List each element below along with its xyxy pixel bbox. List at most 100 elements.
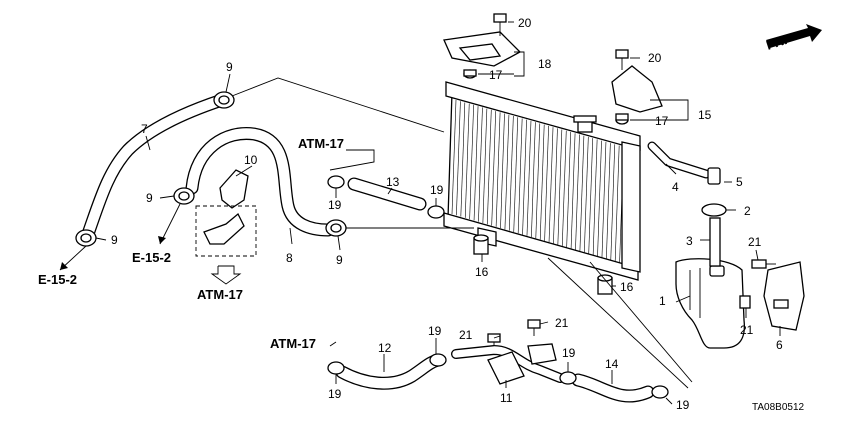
callout-10: 10: [244, 153, 258, 167]
radiator-fin: [482, 108, 488, 223]
hose-13: [347, 177, 427, 211]
overflow-tubes: [647, 141, 727, 267]
radiator-fin: [597, 140, 602, 257]
callout-20a: 20: [518, 16, 532, 30]
callout-9b: 9: [146, 191, 153, 205]
radiator-fin: [557, 129, 563, 245]
callout-19b: 19: [430, 183, 444, 197]
callout-11: 11: [500, 391, 513, 405]
radiator: [443, 81, 641, 281]
radiator-fin: [495, 112, 501, 227]
ref-atm-bottom: ATM-17: [270, 336, 316, 351]
callout-19e: 19: [562, 346, 576, 360]
callout-4: 4: [672, 180, 679, 194]
diagram-code: TA08B0512: [752, 402, 805, 413]
callout-21c: 21: [459, 328, 473, 342]
radiator-fin: [513, 117, 519, 232]
ref-e15-mid: E-15-2: [132, 250, 171, 265]
callout-16b: 16: [620, 280, 634, 294]
upper-mount-bracket-left: [443, 13, 522, 79]
radiator-fin: [601, 141, 607, 258]
callout-21b: 21: [740, 323, 754, 337]
callout-19c: 19: [328, 387, 342, 401]
callout-9d: 9: [336, 253, 343, 267]
callout-15: 15: [698, 108, 712, 122]
radiator-fin: [478, 107, 483, 222]
radiator-fin: [526, 120, 532, 236]
radiator-fin: [491, 111, 496, 226]
radiator-fin: [456, 101, 461, 216]
callout-2: 2: [744, 204, 751, 218]
hose-bracket: [203, 169, 249, 245]
radiator-fin: [473, 106, 479, 221]
radiator-fin: [486, 109, 492, 225]
callout-16a: 16: [475, 265, 489, 279]
reserve-tank: [675, 258, 746, 349]
front-arrow-icon: [766, 24, 822, 48]
radiator-fin: [451, 99, 457, 215]
radiator-fin: [539, 124, 545, 240]
radiator-fin: [522, 119, 527, 235]
radiator-fin: [548, 127, 554, 243]
radiator-fin: [464, 103, 470, 218]
callout-18: 18: [538, 57, 552, 71]
callout-19f: 19: [676, 398, 690, 412]
front-label: FR.: [764, 32, 789, 53]
lower-hose: [185, 126, 335, 237]
radiator-fin: [561, 130, 567, 247]
radiator-fin: [544, 125, 549, 241]
radiator-fin: [579, 135, 585, 252]
radiator-fin: [460, 102, 466, 217]
callout-9a: 9: [226, 60, 233, 74]
callout-20b: 20: [648, 51, 662, 65]
callout-21d: 21: [555, 316, 569, 330]
radiator-fin: [592, 139, 598, 256]
radiator-fin: [504, 114, 510, 230]
callout-7: 7: [141, 122, 148, 136]
ref-atm-mid: ATM-17: [197, 287, 243, 302]
radiator-fin: [614, 145, 620, 262]
reference-arrows: [59, 24, 822, 347]
callout-9c: 9: [111, 233, 118, 247]
radiator-fin: [584, 136, 589, 253]
reference-labels: ATM-17 ATM-17 ATM-17 E-15-2 E-15-2 FR.: [38, 32, 789, 351]
radiator-fin: [610, 144, 616, 261]
radiator-fin: [588, 138, 594, 254]
callout-5: 5: [736, 175, 743, 189]
radiator-fin: [606, 143, 611, 259]
callout-17a: 17: [489, 68, 503, 82]
radiator-fin: [570, 133, 576, 249]
callout-21a: 21: [748, 235, 762, 249]
callout-14: 14: [605, 357, 619, 371]
radiator-fin: [553, 128, 558, 244]
callout-13: 13: [386, 175, 400, 189]
detail-box: [195, 205, 257, 257]
hose-12: [335, 353, 445, 390]
upper-mount-bracket-right: [611, 49, 663, 125]
upper-hose: [81, 93, 229, 241]
ref-e15-left: E-15-2: [38, 272, 77, 287]
callout-3: 3: [686, 234, 693, 248]
callout-12: 12: [378, 341, 392, 355]
radiator-fin: [509, 115, 514, 231]
radiator-fin: [531, 122, 536, 238]
radiator-fin: [500, 113, 505, 229]
callout-6: 6: [776, 338, 783, 352]
callout-19d: 19: [428, 324, 442, 338]
leader-lines: [95, 21, 781, 405]
ref-atm-top: ATM-17: [298, 136, 344, 151]
tank-bracket: [763, 261, 805, 331]
radiator-fin: [517, 118, 523, 234]
hose-14: [571, 373, 655, 403]
radiator-fin: [535, 123, 541, 239]
callout-1: 1: [659, 294, 666, 308]
lower-cushions: [473, 234, 613, 295]
callout-19a: 19: [328, 198, 342, 212]
callout-17b: 17: [655, 114, 669, 128]
pipe-joint: [451, 343, 565, 385]
radiator-fin: [575, 134, 580, 250]
radiator-fin: [469, 104, 474, 220]
callout-numbers: 1 2 3 4 5 6 7 8 9 9 9 9 10 11 12 13 14 1…: [111, 16, 783, 412]
